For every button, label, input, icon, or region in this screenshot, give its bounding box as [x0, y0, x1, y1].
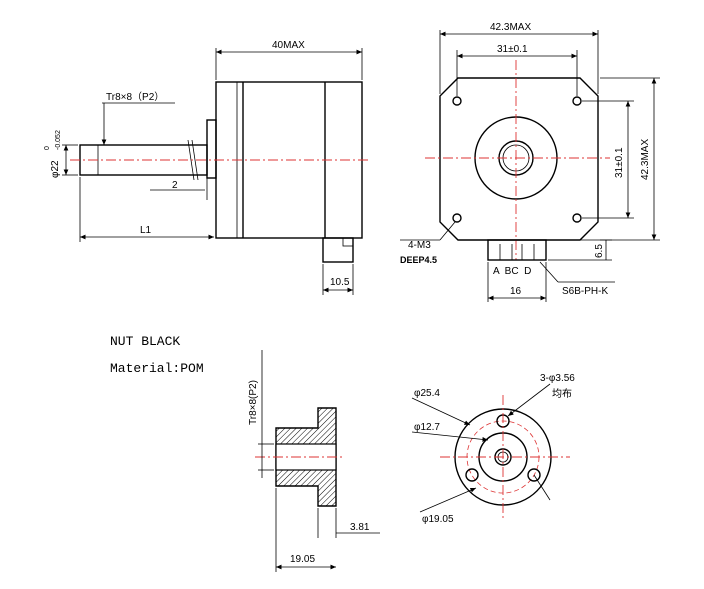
dim-10-5: 10.5: [330, 277, 350, 288]
nut-side-view: Tr8×8(P2) 3.81 19.05: [248, 350, 380, 572]
dim-19-05: 19.05: [290, 554, 315, 565]
connector-side: [322, 237, 354, 263]
connector-model: S6B-PH-K: [562, 286, 608, 297]
nut-hole: [465, 468, 479, 482]
shaft-tol-lower: -0.052: [55, 130, 62, 150]
dim-l1: L1: [140, 225, 152, 236]
dim-phi-12-7: φ12.7: [414, 422, 440, 433]
dim-2: 2: [172, 180, 178, 191]
nut-hole: [527, 468, 541, 482]
nut-material: Material:POM: [110, 361, 204, 376]
connector-pins: A BC D: [493, 266, 531, 277]
thread-label: Tr8×8（P2）: [106, 91, 164, 103]
dim-width: 42.3MAX: [490, 22, 531, 33]
dim-6-5: 6.5: [594, 244, 605, 258]
holes-note: 均布: [552, 388, 572, 400]
dim-height: 42.3MAX: [640, 139, 651, 180]
flange: [206, 119, 217, 179]
dim-40max: 40MAX: [272, 40, 305, 51]
holes-spec: 3-φ3.56: [540, 373, 575, 384]
dim-hole-spacing-h: 31±0.1: [497, 44, 528, 55]
nut-front-view: φ25.4 φ12.7 φ19.05 3-φ3.56 均布: [411, 373, 575, 525]
dim-phi-25-4: φ25.4: [414, 388, 440, 399]
mount-hole: [452, 96, 462, 106]
nut-title: NUT BLACK: [110, 334, 180, 349]
dim-phi-19-05: φ19.05: [422, 514, 454, 525]
mount-hole: [572, 213, 582, 223]
shaft-diameter: φ22: [50, 160, 61, 178]
mount-hole: [452, 213, 462, 223]
shaft-tol-upper: 0: [44, 146, 51, 150]
motor-side-view: 40MAX Tr8×8（P2） φ22 0 -0.052 2 L1 10.5: [44, 40, 370, 295]
screw-spec: 4-M3: [408, 240, 431, 251]
nut-thread: Tr8×8(P2): [248, 380, 259, 425]
mount-hole: [572, 96, 582, 106]
dim-hole-spacing-v: 31±0.1: [614, 147, 625, 178]
connector-front: [487, 239, 547, 261]
screw-depth: DEEP4.5: [400, 255, 437, 265]
motor-front-view: 42.3MAX 31±0.1 31±0.1 42.3MAX 6.5 4-M3 D…: [400, 22, 660, 302]
dim-16: 16: [510, 286, 522, 297]
dim-3-81: 3.81: [350, 522, 370, 533]
